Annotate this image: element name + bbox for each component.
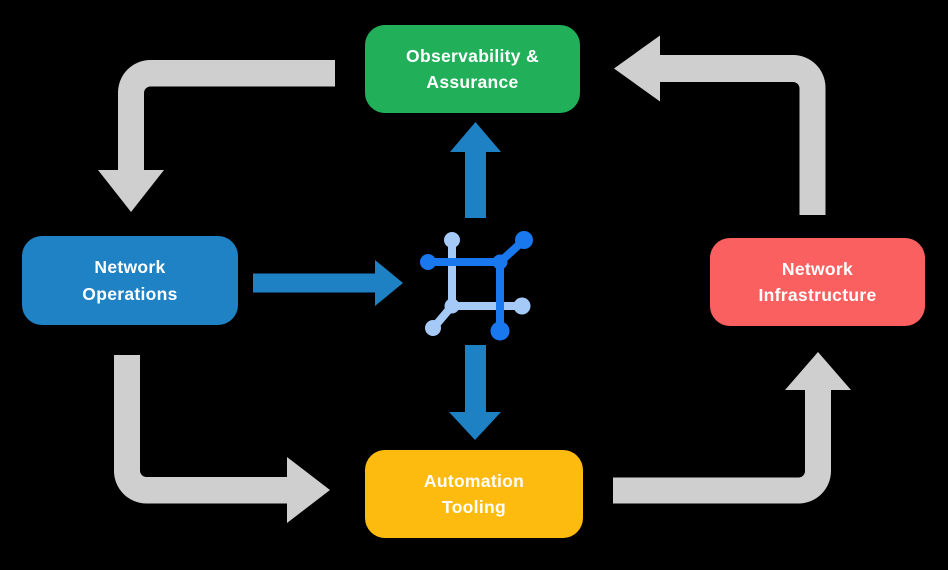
icon-light-node-top xyxy=(444,232,460,248)
arrow-center-to-tooling xyxy=(449,345,501,440)
icon-light-joint xyxy=(444,298,460,314)
icon-dark-node-left xyxy=(420,254,436,270)
icon-light-node-right xyxy=(513,297,531,315)
arrow-center-to-observability xyxy=(450,122,501,218)
icon-dark-node-bottom xyxy=(490,321,510,341)
arrow-operations-to-tooling xyxy=(114,355,330,523)
arrow-observability-to-operations xyxy=(98,60,335,212)
icon-dark-joint xyxy=(492,254,508,270)
arrow-tooling-to-infrastructure xyxy=(613,352,851,504)
node-observability-box xyxy=(365,25,580,113)
arrow-infrastructure-to-observability xyxy=(614,35,826,215)
node-infrastructure-box xyxy=(710,238,925,326)
icon-light-node-bottom-left xyxy=(425,320,441,336)
arrow-operations-to-center xyxy=(253,260,403,306)
node-tooling-box xyxy=(365,450,583,538)
node-operations-box xyxy=(22,236,238,325)
network-mesh-icon xyxy=(420,231,533,341)
icon-dark-node-top-right xyxy=(515,231,533,249)
